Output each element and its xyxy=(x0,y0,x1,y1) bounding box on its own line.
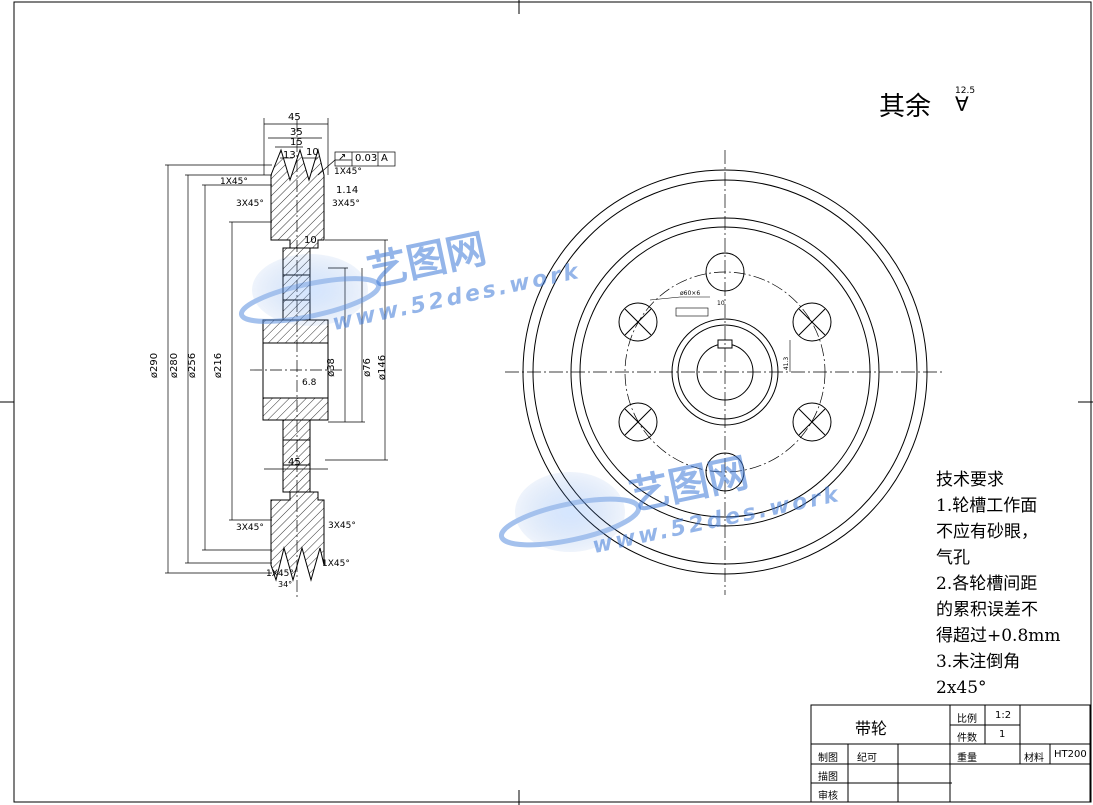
tech-req-line: 2.各轮槽间距 xyxy=(936,574,1038,594)
chamfer-3: 3X45° xyxy=(236,199,264,209)
dim-width-13: 13 xyxy=(283,150,296,161)
dim-width-45: 45 xyxy=(288,112,301,123)
chamfer-6: 3X45° xyxy=(328,521,356,531)
dim-width-15: 15 xyxy=(290,137,303,148)
rim-upper-hatch xyxy=(270,148,325,249)
chamfer-5: 3X45° xyxy=(236,523,264,533)
hub-lower-hatch xyxy=(262,397,329,421)
dim-dia-256: ø256 xyxy=(187,352,199,379)
key-label: 10 xyxy=(717,300,725,307)
checked-label: 审核 xyxy=(818,791,838,802)
dim-34-deg: 34° xyxy=(278,580,293,589)
dim-dia-146: ø146 xyxy=(377,354,389,381)
tech-req-line: 气孔 xyxy=(936,548,970,568)
tolerance-value: 0.03 xyxy=(355,153,378,164)
tech-req-line: 3.未注倒角 xyxy=(936,652,1021,672)
dim-dia-38: ø38 xyxy=(325,358,337,377)
material-label: 材料 xyxy=(1024,753,1044,764)
bore-label: 41.3 xyxy=(783,356,791,371)
tolerance-symbol-icon: ↗ xyxy=(338,152,347,163)
hole-label: ø60×6 xyxy=(680,290,701,297)
material-value: HT200 xyxy=(1054,749,1087,760)
dim-width-35: 35 xyxy=(290,127,303,138)
roughness-value: 12.5 xyxy=(955,86,976,96)
qty-label: 件数 xyxy=(957,733,977,744)
tech-req-title: 技术要求 xyxy=(936,470,1004,490)
drawn-label: 制图 xyxy=(818,753,838,764)
tech-req-line: 的累积误差不 xyxy=(936,600,1038,620)
part-name: 带轮 xyxy=(855,719,888,738)
dim-dia-280: ø280 xyxy=(169,352,181,379)
chamfer-2: 1X45° xyxy=(334,167,362,177)
bore xyxy=(262,342,329,399)
front-view xyxy=(505,150,945,595)
traced-label: 描图 xyxy=(818,772,838,783)
chamfer-4: 3X45° xyxy=(332,199,360,209)
scale-label: 比例 xyxy=(957,714,977,725)
chamfer-7: 1X45° xyxy=(266,569,294,579)
roughness-prefix: 其余 xyxy=(879,92,932,122)
tech-req-line: 1.轮槽工作面 xyxy=(936,496,1038,516)
dim-width-10: 10 xyxy=(306,147,319,158)
weight-label: 重量 xyxy=(957,753,977,764)
title-block xyxy=(810,704,1091,803)
section-dimension-lines xyxy=(165,118,396,574)
dim-1-14: 1.14 xyxy=(336,185,359,196)
dim-dia-216: ø216 xyxy=(213,352,225,379)
tolerance-datum: A xyxy=(381,153,388,164)
watermark-lower xyxy=(498,472,642,552)
tech-req-line: 2x45° xyxy=(936,678,987,698)
dim-dia-290: ø290 xyxy=(149,352,161,379)
rim-lower-hatch xyxy=(270,491,325,582)
tech-req-line: 不应有砂眼， xyxy=(936,522,1038,542)
web-lower-hatch xyxy=(282,419,311,493)
tech-req-line: 得超过+0.8mm xyxy=(936,626,1061,646)
dim-45-bottom: 45 xyxy=(288,457,301,468)
qty-value: 1 xyxy=(999,729,1006,740)
watermark-upper xyxy=(238,254,382,326)
roughness-note: 其余 xyxy=(879,86,931,123)
scale-value: 1:2 xyxy=(995,710,1012,721)
chamfer-8: 1X45° xyxy=(322,559,350,569)
tech-requirements: 技术要求 1.轮槽工作面 不应有砂眼， 气孔 2.各轮槽间距 的累积误差不 得超… xyxy=(936,467,1061,701)
dim-10-web: 10 xyxy=(304,235,317,246)
chamfer-1: 1X45° xyxy=(220,177,248,187)
drawn-name: 纪可 xyxy=(857,753,877,764)
dim-dia-76: ø76 xyxy=(361,358,373,377)
lightening-holes xyxy=(618,252,832,492)
dim-6-8: 6.8 xyxy=(302,378,317,388)
roughness-symbol-icon: ∀ xyxy=(955,92,969,116)
